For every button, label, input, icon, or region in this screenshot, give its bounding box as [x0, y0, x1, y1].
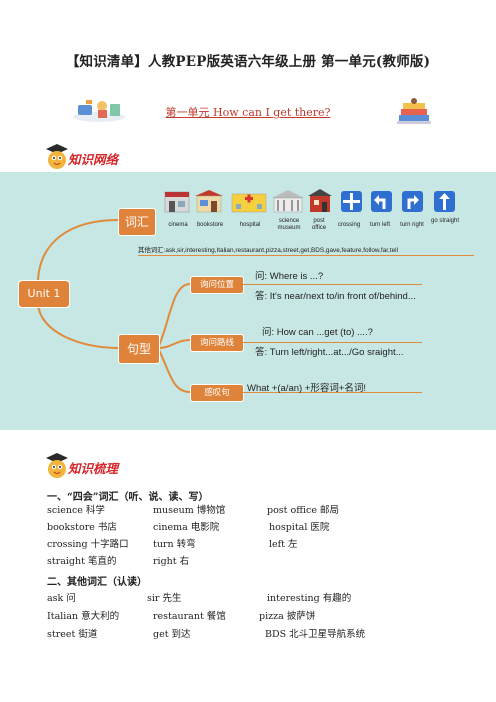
vocab-item: left 左 [269, 539, 298, 550]
ask-route-label: 询问路线 [199, 338, 234, 348]
ask-location-node: 询问位置 [190, 276, 244, 294]
vocab-item: crossing 十字路口 [47, 539, 129, 550]
icon-label: hospital [239, 222, 261, 228]
mind-map-panel: Unit 1 词汇 [0, 172, 496, 430]
ask-route-node: 询问路线 [190, 334, 244, 352]
exclamation-label: 感叹句 [204, 388, 230, 398]
go-straight-icon [434, 191, 455, 212]
vocab-item: post office 邮局 [267, 505, 339, 516]
section2-heading: 二、其他词汇（认读） [47, 577, 147, 588]
cinema-icon [164, 191, 190, 213]
vocab-node: 词汇 [118, 208, 156, 236]
icon-label: science museum [277, 218, 301, 231]
turn-right-icon [402, 191, 423, 212]
books-illustration [397, 98, 431, 124]
science-museum-icon [272, 190, 304, 213]
connector-line [242, 392, 422, 393]
location-question: 问: Where is ...? [255, 271, 324, 282]
vocab-item: get 到达 [153, 629, 191, 640]
icon-label: crossing [337, 222, 361, 228]
hospital-icon [231, 193, 267, 213]
mind-map-branches [37, 219, 191, 393]
vocab-item: Italian 意大利的 [47, 611, 120, 622]
knowledge-network-badge: 知识网络 [44, 143, 134, 171]
crossing-icon [341, 191, 362, 212]
icon-label: cinema [168, 222, 188, 228]
exclamation-node: 感叹句 [190, 384, 244, 402]
vocab-item: street 街道 [47, 629, 98, 640]
sentence-label: 句型 [126, 342, 151, 356]
knowledge-outline-badge: 知识梳理 [44, 452, 134, 480]
graduate-owl-icon [46, 144, 68, 169]
vocab-item: BDS 北斗卫星导航系统 [265, 629, 366, 640]
icon-label: go straight [430, 218, 460, 224]
badge-label: 知识网络 [68, 152, 119, 167]
document-title: 【知识清单】人教PEP版英语六年级上册 第一单元(教师版) [65, 54, 431, 70]
icon-label: post office [311, 218, 327, 231]
ask-location-label: 询问位置 [199, 280, 234, 290]
vocab-item: ask 问 [47, 593, 76, 604]
vocab-item: pizza 披萨饼 [259, 611, 316, 622]
vocab-item: museum 博物馆 [153, 505, 226, 516]
root-label: Unit 1 [27, 287, 61, 300]
vocab-item: bookstore 书店 [47, 522, 117, 533]
icon-label: turn left [369, 222, 390, 228]
bookstore-icon [195, 190, 223, 213]
vocab-item: sir 先生 [147, 593, 182, 604]
vocab-item: cinema 电影院 [153, 522, 220, 533]
section1-heading: 一、“四会”词汇（听、说、读、写） [47, 492, 209, 503]
vocab-item: interesting 有趣的 [267, 593, 352, 604]
other-words-line: 其他词汇:ask,sir,interesting,Italian,restaur… [138, 245, 474, 256]
root-node: Unit 1 [18, 280, 70, 308]
vocab-item: science 科学 [47, 505, 105, 516]
vocab-item: straight 笔直的 [47, 556, 117, 567]
exclamation-pattern: What +(a/an) +形容词+名词! [247, 383, 367, 394]
vocab-item: right 右 [153, 556, 190, 567]
connector-line [242, 284, 422, 285]
sentence-node: 句型 [118, 334, 160, 364]
turn-left-icon [371, 191, 392, 212]
route-question: 问: How can ...get (to) ....? [262, 327, 373, 338]
vocab-icon-row [162, 188, 462, 222]
unit-heading[interactable]: 第一单元 How can I get there? [165, 106, 331, 119]
kids-study-illustration [73, 100, 125, 122]
badge-label: 知识梳理 [68, 461, 119, 476]
vocab-item: turn 转弯 [153, 539, 196, 550]
vocab-item: hospital 医院 [269, 522, 330, 533]
location-answer: 答: It's near/next to/in front of/behind.… [255, 291, 416, 302]
icon-label: turn right [400, 222, 424, 228]
vocab-item: restaurant 餐馆 [153, 611, 226, 622]
post-office-icon [308, 189, 332, 212]
route-answer: 答: Turn left/right...at.../Go sraight... [255, 347, 404, 358]
icon-label: bookstore [196, 222, 224, 228]
graduate-owl-icon [46, 453, 68, 478]
vocab-label: 词汇 [124, 215, 149, 229]
connector-line [242, 342, 422, 343]
